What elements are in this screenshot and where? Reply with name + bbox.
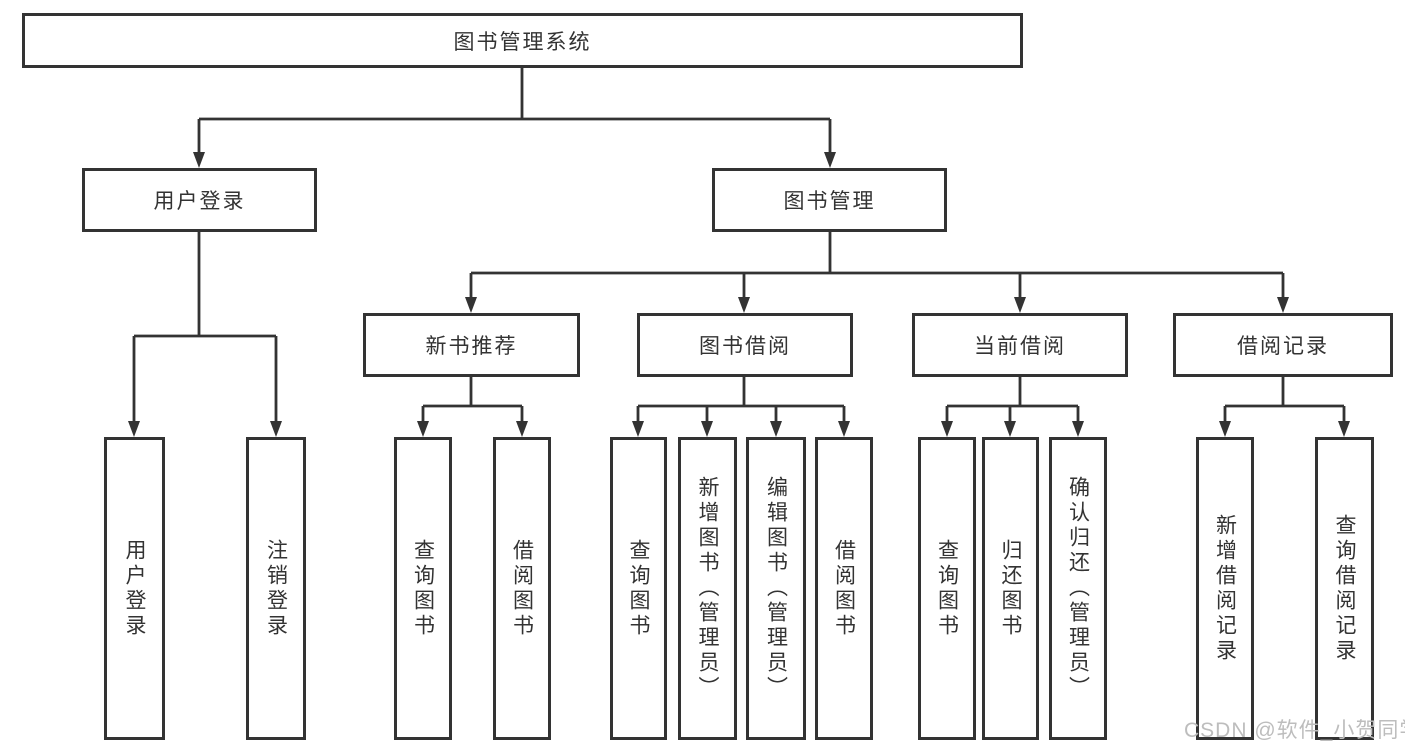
node-book-management: 图书管理	[712, 168, 947, 232]
leaf-user-login-label: 用户登录	[123, 538, 146, 639]
node-new-book-recommend: 新书推荐	[363, 313, 580, 377]
node-new-book-recommend-label: 新书推荐	[425, 335, 518, 358]
arrow-icon	[1338, 421, 1350, 437]
leaf-query-books-recommend: 查询图书	[394, 437, 452, 740]
arrow-icon	[941, 421, 953, 437]
leaf-logout-login: 注销登录	[246, 437, 306, 740]
node-borrow-records: 借阅记录	[1173, 313, 1393, 377]
arrow-icon	[193, 152, 205, 168]
watermark: CSDN @软件_小贺同学	[1184, 719, 1405, 742]
arrow-icon	[824, 152, 836, 168]
leaf-borrow-books-recommend: 借阅图书	[493, 437, 551, 740]
node-book-borrow: 图书借阅	[637, 313, 853, 377]
leaf-confirm-return-admin-label: 确认归还（管理员）	[1066, 476, 1090, 701]
leaf-query-books-borrow-label: 查询图书	[627, 538, 650, 639]
node-user-login: 用户登录	[82, 168, 317, 232]
leaf-query-books-current-label: 查询图书	[935, 538, 959, 639]
leaf-logout-login-label: 注销登录	[264, 538, 288, 639]
leaf-query-borrow-record-label: 查询借阅记录	[1333, 513, 1356, 664]
leaf-edit-book-admin-label: 编辑图书（管理员）	[764, 476, 788, 701]
arrow-icon	[1072, 421, 1084, 437]
node-user-login-label: 用户登录	[153, 190, 246, 213]
arrow-icon	[1014, 297, 1026, 313]
arrow-icon	[1004, 421, 1016, 437]
arrow-icon	[632, 421, 644, 437]
leaf-borrow-books-borrow-label: 借阅图书	[832, 538, 856, 639]
leaf-add-borrow-record-label: 新增借阅记录	[1213, 513, 1237, 664]
leaf-edit-book-admin: 编辑图书（管理员）	[746, 437, 806, 740]
leaf-borrow-books-recommend-label: 借阅图书	[510, 538, 534, 639]
node-book-borrow-label: 图书借阅	[699, 335, 791, 358]
arrow-icon	[738, 297, 750, 313]
leaf-add-book-admin-label: 新增图书（管理员）	[696, 476, 719, 701]
arrow-icon	[1277, 297, 1289, 313]
arrow-icon	[128, 421, 140, 437]
leaf-user-login: 用户登录	[104, 437, 165, 740]
connector-root-to-level2	[197, 68, 832, 154]
leaf-query-books-borrow: 查询图书	[610, 437, 667, 740]
leaf-confirm-return-admin: 确认归还（管理员）	[1049, 437, 1107, 740]
node-current-borrow-label: 当前借阅	[974, 335, 1066, 358]
leaf-return-book: 归还图书	[982, 437, 1039, 740]
node-root-label: 图书管理系统	[453, 30, 592, 54]
arrow-icon	[465, 297, 477, 313]
node-current-borrow: 当前借阅	[912, 313, 1128, 377]
arrow-icon	[270, 421, 282, 437]
node-book-management-label: 图书管理	[783, 190, 876, 213]
arrow-icon	[417, 421, 429, 437]
connector-level3-subtrees	[421, 377, 1346, 423]
connector-book-management-to-level3	[469, 232, 1285, 299]
arrow-icon	[838, 421, 850, 437]
arrow-icon	[1219, 421, 1231, 437]
arrow-icon	[516, 421, 528, 437]
leaf-add-book-admin: 新增图书（管理员）	[678, 437, 737, 740]
leaf-add-borrow-record: 新增借阅记录	[1196, 437, 1254, 740]
connector-user-login-subtree	[132, 232, 278, 423]
leaf-return-book-label: 归还图书	[999, 538, 1022, 639]
node-root: 图书管理系统	[22, 13, 1023, 68]
arrow-icon	[701, 421, 713, 437]
leaf-query-borrow-record: 查询借阅记录	[1315, 437, 1374, 740]
leaf-borrow-books-borrow: 借阅图书	[815, 437, 873, 740]
leaf-query-books-recommend-label: 查询图书	[411, 538, 435, 639]
node-borrow-records-label: 借阅记录	[1237, 335, 1329, 358]
leaf-query-books-current: 查询图书	[918, 437, 976, 740]
arrow-icon	[770, 421, 782, 437]
